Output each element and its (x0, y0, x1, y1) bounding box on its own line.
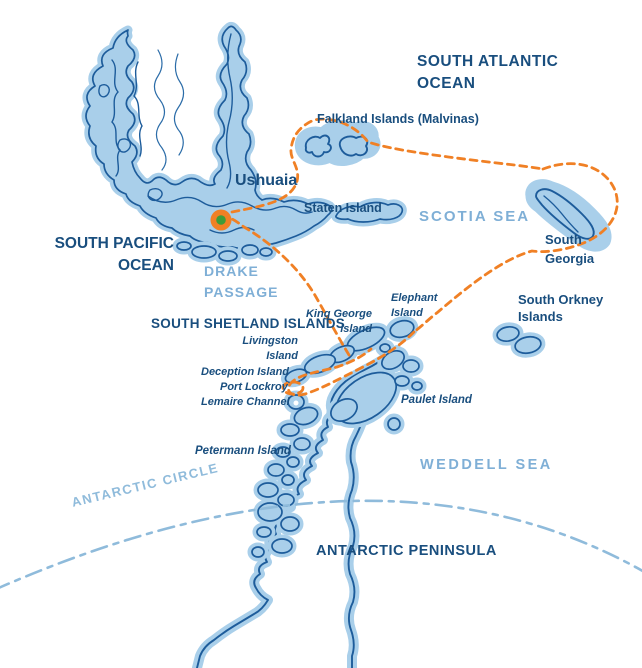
label-line: King George (305, 308, 372, 320)
label-south-pacific-ocean: SOUTH PACIFIC OCEAN (52, 233, 174, 277)
label-line: Island (266, 350, 298, 362)
label-weddell-sea: WEDDELL SEA (420, 457, 553, 473)
label-line: Island (340, 323, 372, 335)
label-south-atlantic-ocean: SOUTH ATLANTIC OCEAN (417, 51, 558, 95)
label-line: Elephant (391, 292, 438, 304)
label-lemaire-channel: Lemaire Channel (201, 396, 290, 408)
label-king-george-island: King George Island (296, 307, 372, 337)
label-line: OCEAN (417, 75, 476, 92)
label-line: Island (391, 307, 423, 319)
label-line: SOUTH PACIFIC (54, 235, 174, 252)
ushuaia-marker (210, 209, 232, 231)
label-falkland-islands: Falkland Islands (Malvinas) (317, 112, 479, 126)
falkland-islands-shape (299, 125, 376, 162)
label-petermann-island: Petermann Island (195, 445, 291, 457)
label-south-orkney-islands: South Orkney Islands (518, 291, 603, 325)
label-line: Islands (518, 309, 563, 324)
label-staten-island: Staten Island (304, 201, 382, 215)
label-line: Georgia (545, 251, 595, 266)
label-livingston-island: Livingston Island (222, 334, 298, 364)
label-line: Livingston (242, 335, 298, 347)
label-deception-island: Deception Island (201, 366, 290, 378)
label-line: South (545, 232, 582, 247)
label-line: OCEAN (118, 257, 174, 274)
label-elephant-island: Elephant Island (391, 291, 437, 321)
label-line: SOUTH ATLANTIC (417, 53, 559, 70)
label-line: DRAKE (204, 263, 259, 279)
label-port-lockroy: Port Lockroy (220, 381, 288, 393)
antarctic-circle-line (0, 499, 642, 589)
label-line: PASSAGE (204, 284, 279, 300)
label-scotia-sea: SCOTIA SEA (419, 208, 531, 225)
label-south-georgia: South Georgia (545, 230, 594, 268)
label-south-shetland-islands: SOUTH SHETLAND ISLANDS (151, 316, 346, 331)
label-ushuaia: Ushuaia (235, 172, 298, 189)
cruise-route-path (230, 117, 619, 397)
islands (177, 203, 542, 557)
south-america-landmass (86, 26, 332, 248)
south-georgia-shape (530, 184, 607, 247)
label-line: South Orkney (518, 292, 604, 307)
label-antarctic-peninsula: ANTARCTIC PENINSULA (316, 543, 497, 559)
label-drake-passage: DRAKE PASSAGE (204, 261, 278, 303)
label-paulet-island: Paulet Island (401, 394, 472, 406)
